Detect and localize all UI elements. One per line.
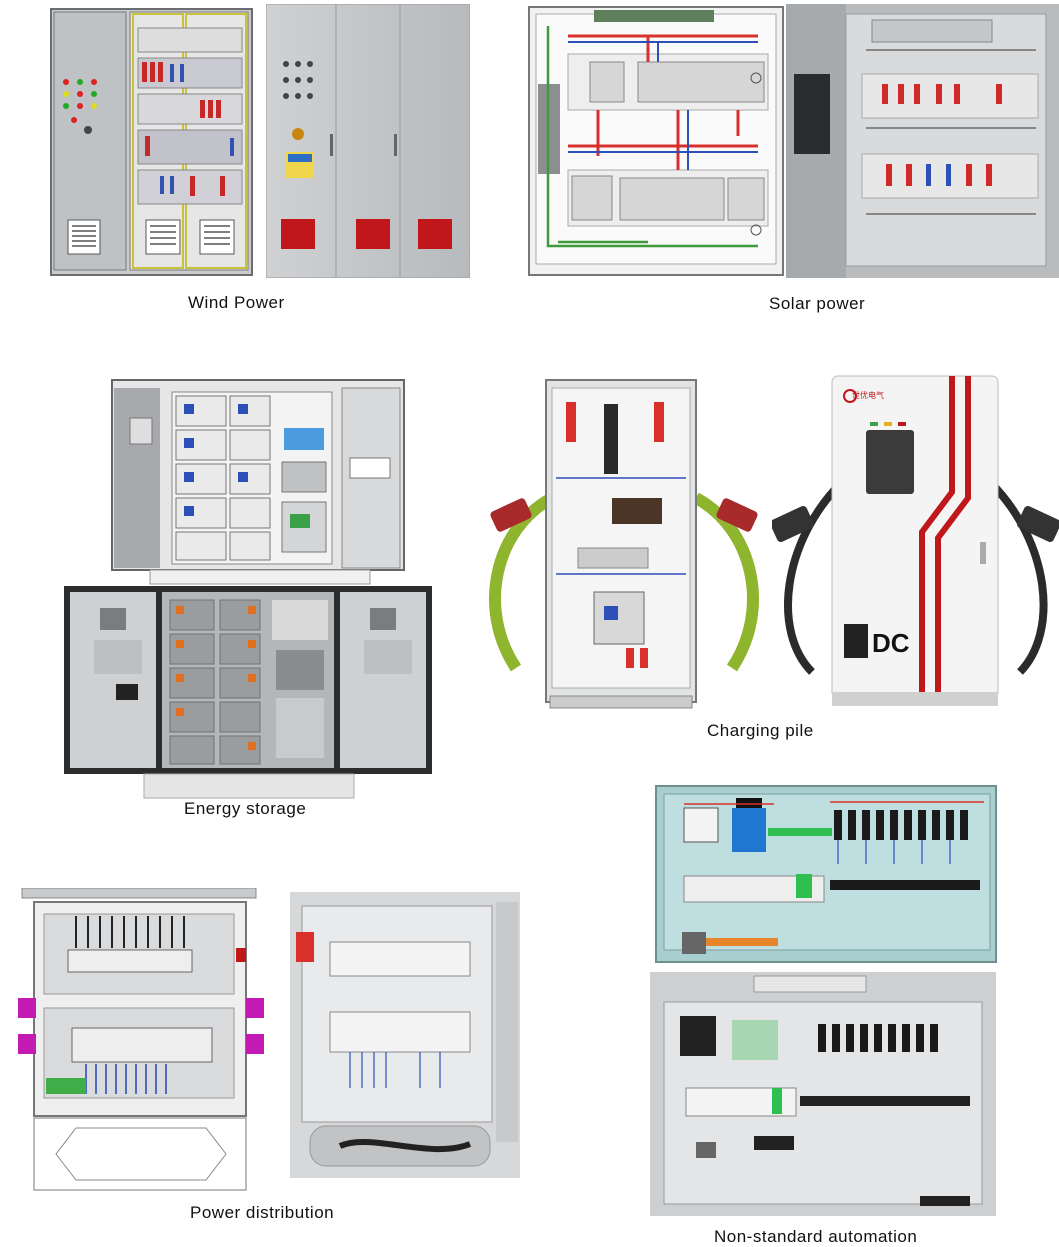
distribution-box-photo bbox=[290, 892, 520, 1178]
automation-panel-photo bbox=[650, 972, 996, 1216]
charger-dc-badge: DC bbox=[872, 628, 910, 658]
caption-energy-storage: Energy storage bbox=[184, 799, 307, 818]
charger-internal-drawing bbox=[486, 378, 762, 712]
caption-solar-power: Solar power bbox=[769, 294, 866, 313]
charger-brand-logo: 世优电气 bbox=[852, 391, 884, 400]
solar-cabinet-photo bbox=[786, 4, 1059, 278]
wind-cabinet-drawing bbox=[50, 8, 253, 276]
energy-storage-section: Energy storage bbox=[60, 370, 440, 830]
caption-wind-power: Wind Power bbox=[188, 293, 285, 312]
wind-power-section: Wind Power bbox=[50, 0, 470, 320]
solar-cabinet-drawing bbox=[528, 6, 784, 276]
caption-non-standard-automation: Non-standard automation bbox=[714, 1227, 918, 1246]
caption-charging-pile: Charging pile bbox=[707, 721, 814, 740]
storage-cabinet-drawing bbox=[110, 378, 406, 590]
non-standard-automation-section: Non-standard automation bbox=[640, 780, 1059, 1246]
power-distribution-section: Power distribution bbox=[0, 880, 520, 1230]
charging-pile-section: 世优电气 DC Charging pile bbox=[480, 370, 1059, 750]
charger-exterior: 世优电气 DC bbox=[772, 372, 1059, 712]
solar-power-section: Solar power bbox=[528, 0, 1059, 320]
distribution-box-drawing bbox=[16, 888, 266, 1194]
wind-cabinet-photo bbox=[266, 4, 470, 278]
caption-power-distribution: Power distribution bbox=[190, 1203, 335, 1222]
storage-cabinet-photo bbox=[64, 586, 432, 802]
automation-panel-drawing bbox=[654, 784, 1000, 966]
